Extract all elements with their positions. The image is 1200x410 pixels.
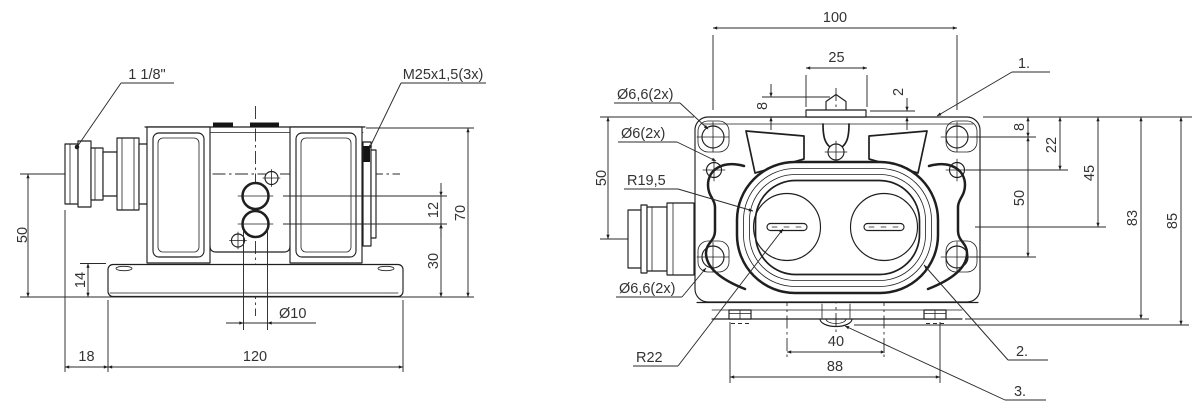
- side-labels: 1 1/8" M25x1,5(3x): [74, 67, 486, 150]
- mounting-holes: [696, 121, 974, 273]
- top-labels: Ø6,6(2x) Ø6(2x) R19,5 Ø6,6(2x) R22 1. 2.…: [614, 56, 1050, 401]
- base-edge: [696, 301, 979, 328]
- label-thread-1-1-8: 1 1/8": [128, 67, 165, 83]
- screw-mark: [262, 169, 281, 187]
- recess-floor: [209, 245, 291, 253]
- label-d6: Ø6(2x): [621, 126, 665, 142]
- left-tower: [146, 126, 211, 264]
- gasket-contour: [704, 163, 969, 291]
- dim-label-50-left: 50: [594, 170, 610, 186]
- dim-label-70: 70: [453, 205, 469, 221]
- dim-label-85: 85: [1165, 213, 1181, 229]
- dim-label-45: 45: [1082, 165, 1098, 181]
- dim-label-8-right: 8: [1012, 123, 1028, 131]
- dim-label-22: 22: [1044, 137, 1060, 153]
- top-tab: [805, 93, 867, 118]
- callout-3: 3.: [1014, 384, 1026, 400]
- side-extension-lines: [20, 127, 474, 372]
- dim-label-d10: Ø10: [279, 306, 306, 322]
- cable-gland-top: [627, 202, 695, 276]
- label-r19-5: R19,5: [627, 173, 666, 189]
- mounting-hole: [940, 121, 974, 153]
- mounting-hole: [696, 121, 730, 153]
- cable-gland-profile: [64, 137, 149, 211]
- m25-flange: [362, 141, 377, 247]
- sight-glass-right: [849, 192, 919, 262]
- mounting-base: [107, 263, 404, 298]
- top-view: 100 25 8 2 50 8 50 22 45 83 85 4: [594, 10, 1192, 401]
- label-gland-m25: M25x1,5(3x): [403, 67, 484, 83]
- gasket-strip: [213, 122, 233, 127]
- dim-label-88: 88: [827, 359, 843, 375]
- center-screw: [824, 140, 848, 164]
- dim-label-30: 30: [426, 253, 442, 269]
- right-tower: [289, 126, 363, 264]
- dim-label-18: 18: [78, 349, 94, 365]
- dim-label-12: 12: [426, 202, 442, 218]
- side-view: 50 14 12 30 70 Ø10 18 120 1 1/8": [15, 67, 486, 372]
- dim-label-25: 25: [828, 50, 844, 66]
- dim-label-14: 14: [73, 272, 89, 288]
- callout-1: 1.: [1018, 56, 1030, 72]
- top-extension-lines: [600, 35, 1192, 383]
- dim-label-2: 2: [891, 88, 907, 96]
- dim-label-8-tab: 8: [755, 102, 771, 110]
- bottom-bump: [819, 318, 853, 328]
- hole-features: [229, 169, 281, 250]
- dim-label-120: 120: [243, 349, 267, 365]
- top-dimensions: 100 25 8 2 50 8 50 22 45 83 85 4: [594, 10, 1183, 379]
- dim-label-50-right: 50: [1012, 190, 1028, 206]
- label-d66-top: Ø6,6(2x): [617, 87, 673, 103]
- label-r22: R22: [636, 350, 663, 366]
- dim-label-50: 50: [15, 227, 31, 243]
- enclosure-body: [107, 122, 404, 298]
- callout-2: 2.: [1016, 344, 1028, 360]
- dim-label-83: 83: [1125, 210, 1141, 226]
- gasket-strip: [250, 122, 279, 127]
- sight-glass-left: [752, 192, 822, 262]
- side-dimensions: 50 14 12 30 70 Ø10 18 120: [15, 127, 470, 369]
- dim-label-40: 40: [828, 334, 844, 350]
- label-d66-bottom: Ø6,6(2x): [619, 281, 675, 297]
- dim-label-100: 100: [823, 10, 847, 26]
